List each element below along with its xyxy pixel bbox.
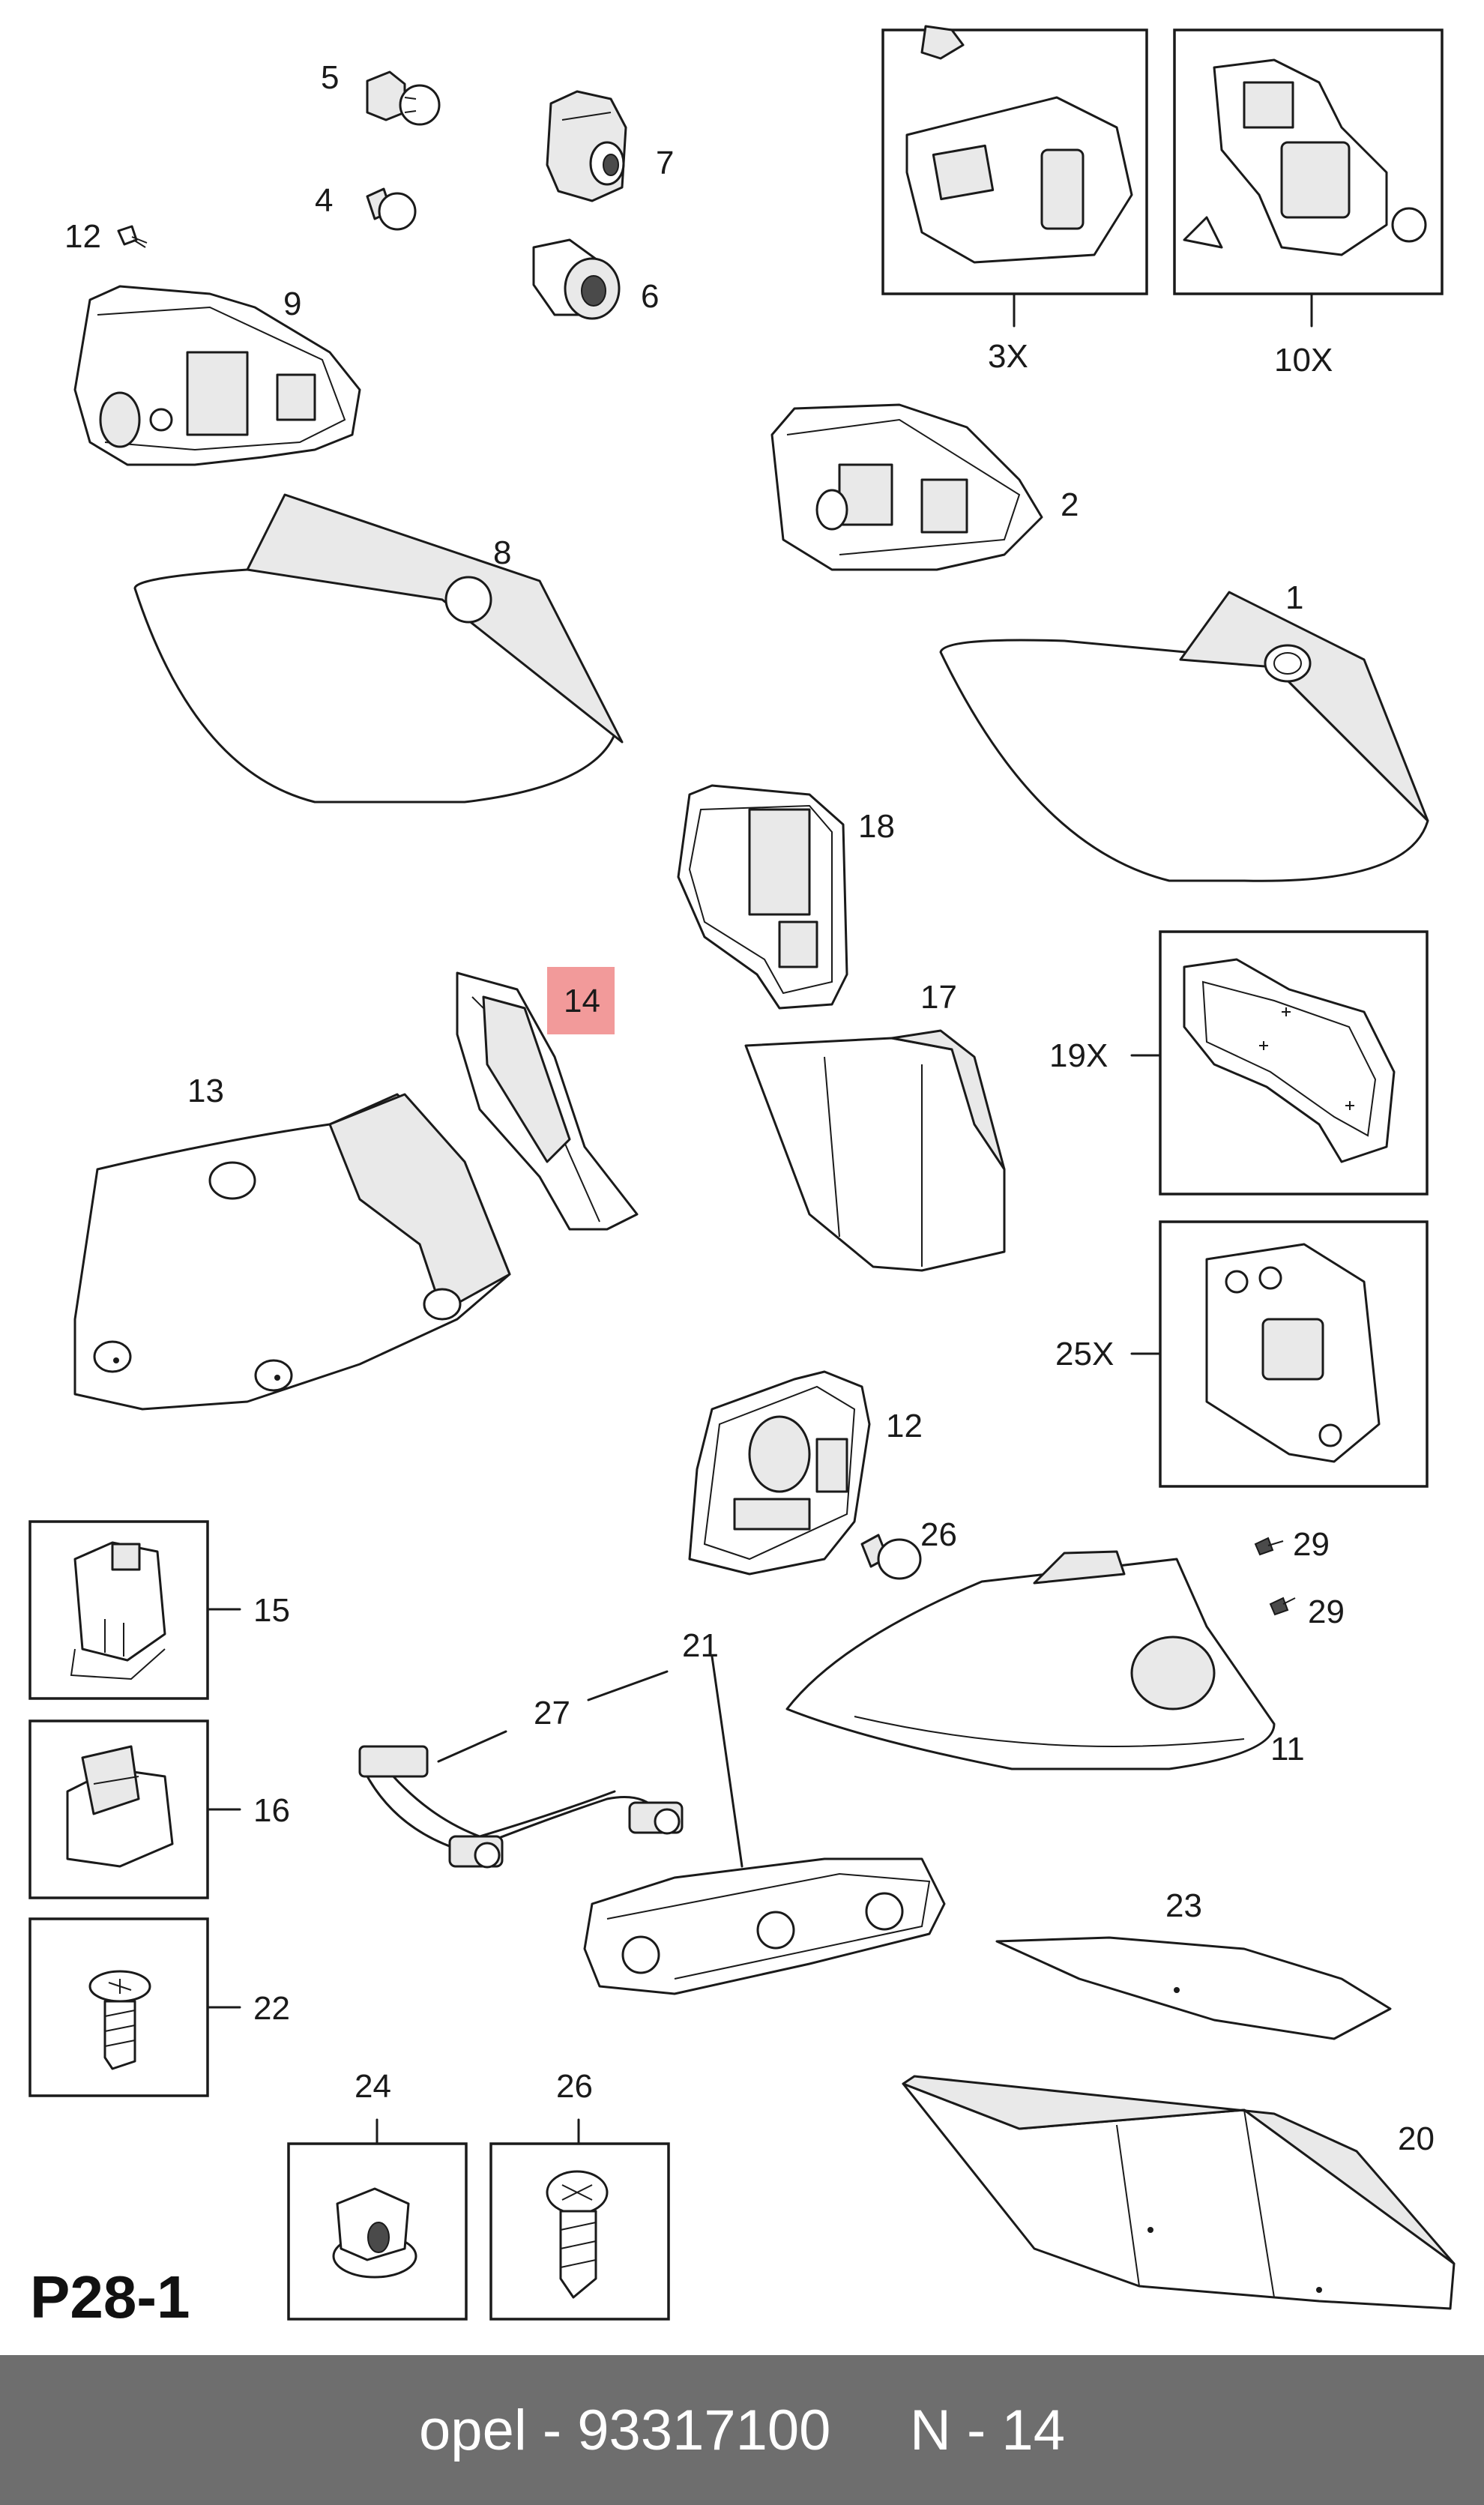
part-9-bulb-carrier	[73, 285, 361, 466]
box-24-clip-nut	[287, 2142, 468, 2321]
part-11-lamp	[785, 1550, 1276, 1770]
leader-21	[711, 1655, 743, 1868]
highlight-14	[547, 967, 615, 1034]
part-29-screws	[1254, 1537, 1296, 1616]
page-id: P28-1	[30, 2264, 190, 2330]
callout-5: 5	[321, 59, 339, 96]
box-3x-gasket	[881, 25, 1148, 295]
callout-10x: 10X	[1274, 342, 1333, 379]
callout-24: 24	[355, 2068, 391, 2105]
part-8-tail-lamp	[133, 493, 624, 804]
part-5-bulb-holder	[366, 70, 441, 126]
part-27-bulb	[860, 1534, 922, 1580]
part-28-wiring-harness	[358, 1745, 684, 1869]
box-16-clip	[28, 1719, 209, 1899]
part-17-lamp	[744, 1029, 1006, 1272]
footer-brand: opel	[419, 2398, 527, 2462]
callout-3x: 3X	[988, 338, 1028, 375]
part-7-grommet	[546, 90, 627, 202]
callout-29-a: 29	[1293, 1526, 1330, 1563]
part-1-tail-lamp	[939, 591, 1429, 882]
callout-23: 23	[1165, 1887, 1202, 1924]
callout-20: 20	[1398, 2120, 1435, 2157]
callout-6: 6	[641, 278, 659, 315]
callout-16: 16	[253, 1792, 290, 1829]
leader-28b	[437, 1730, 507, 1763]
callout-26-bottom: 26	[556, 2068, 593, 2105]
part-18-bulb-carrier	[677, 784, 848, 1010]
callout-28: 27	[534, 1695, 570, 1731]
part-12-bulb-carrier	[688, 1370, 871, 1576]
leader-28	[587, 1670, 669, 1701]
callout-9: 9	[283, 286, 301, 322]
callout-18: 18	[858, 808, 895, 845]
box-22-screw	[28, 1917, 209, 2097]
part-2-bulb-carrier	[770, 403, 1043, 571]
footer-separator: -	[542, 2398, 562, 2462]
callout-12: 12	[886, 1408, 923, 1444]
part-6-plug	[532, 238, 621, 320]
part-4-bulb	[366, 187, 417, 231]
callout-21: 21	[682, 1627, 719, 1664]
part-23-strip	[995, 1936, 1392, 2040]
part-20-lamp-lens	[902, 2075, 1456, 2310]
part-14-cover	[456, 971, 639, 1231]
box-10x-gasket	[1173, 28, 1444, 295]
footer-part-number: 93317100	[577, 2398, 831, 2462]
callout-19x: 19X	[1049, 1037, 1108, 1074]
box-25x-gasket	[1159, 1220, 1429, 1488]
parts-diagram: 5 4 12 7 6 9 8	[28, 25, 1456, 2330]
callout-27: 26	[920, 1516, 957, 1553]
box-15-clip	[28, 1520, 209, 1700]
callout-29-b: 29	[1308, 1594, 1345, 1630]
part-13-housing	[73, 1093, 511, 1411]
callout-13: 13	[187, 1073, 224, 1109]
callout-26-top: 12	[64, 218, 101, 255]
callout-22: 22	[253, 1990, 290, 2027]
callout-4: 4	[315, 182, 333, 219]
part-21-bulb-carrier	[583, 1857, 946, 1995]
callout-11: 11	[1270, 1731, 1305, 1767]
callout-15: 15	[253, 1592, 290, 1629]
footer-bar: opel - 93317100 N - 14	[0, 2355, 1484, 2505]
callout-17: 17	[920, 979, 957, 1016]
callout-14: 14	[564, 983, 600, 1019]
callout-7: 7	[656, 145, 674, 181]
box-19x-gasket	[1159, 930, 1429, 1196]
callout-1: 1	[1285, 579, 1303, 616]
part-26-screw-small	[117, 225, 148, 248]
callout-8: 8	[493, 534, 511, 571]
box-26-screw	[489, 2142, 670, 2321]
footer-position-label: N - 14	[910, 2398, 1065, 2462]
callout-25x: 25X	[1055, 1336, 1114, 1372]
callout-2: 2	[1061, 486, 1079, 523]
